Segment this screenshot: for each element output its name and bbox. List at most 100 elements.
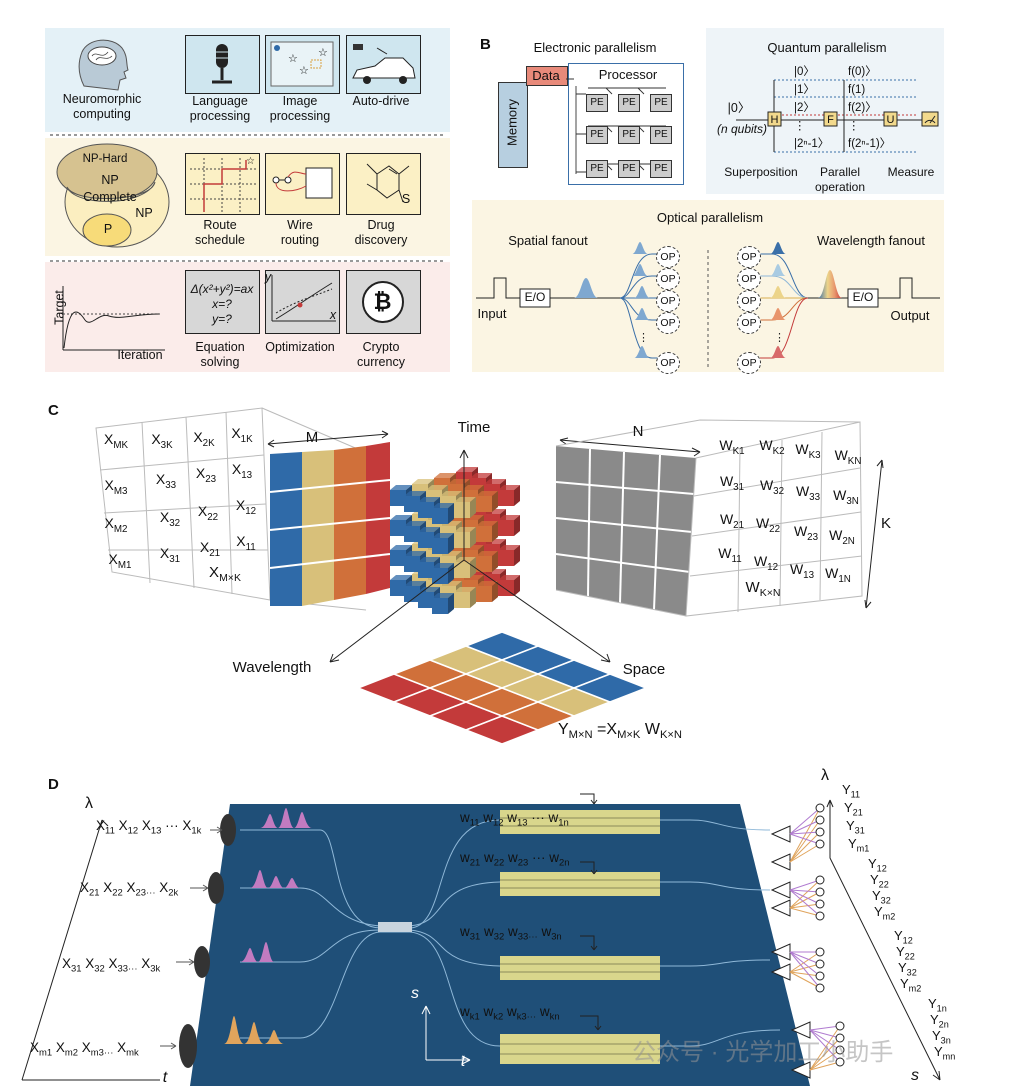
memory-block [498, 82, 528, 168]
x-matrix-cell: X21 [199, 539, 221, 559]
memory-label: Memory [504, 99, 520, 146]
photodetector [770, 899, 791, 917]
drug-discovery-label: Drug discovery [354, 218, 408, 247]
pe-unit: PE [618, 126, 640, 144]
cube [476, 521, 498, 542]
w-matrix-cell: W31 [719, 473, 745, 493]
cube [498, 515, 520, 536]
cube [432, 563, 454, 584]
gate-h: H [770, 114, 779, 126]
output-node [815, 899, 825, 909]
crypto-currency-label: Crypto currency [357, 340, 405, 369]
op-circle: OP [737, 268, 761, 290]
x-matrix-cell: X1K [231, 425, 253, 445]
wire-routing-label: Wire routing [280, 218, 320, 247]
eo-left-label: E/O [524, 290, 546, 304]
drug-discovery-box [346, 153, 421, 215]
w-matrix-cell: WKN [834, 447, 862, 467]
x-matrix-cell: X2K [193, 429, 215, 449]
output-value: Y32 [872, 888, 891, 906]
p-label: P [103, 222, 113, 236]
ket-last: |2ⁿ-1〉 [794, 138, 830, 150]
op-circle: OP [656, 246, 680, 268]
equation-line-1: Δ(x²+y²)=ax [190, 282, 254, 296]
output-node [815, 839, 825, 849]
route-grid-icon: ☆ [190, 156, 256, 212]
w-matrix-cell: W13 [789, 561, 815, 581]
ket-0: |0〉 [794, 66, 815, 78]
x-matrix-cell: X22 [197, 503, 219, 523]
op-circle: OP [737, 352, 761, 374]
output-label: Output [890, 308, 930, 323]
output-node [815, 971, 825, 981]
f-2: f(2)〉 [848, 102, 877, 114]
cube [432, 503, 454, 524]
cube [476, 551, 498, 572]
input-label: Input [477, 306, 507, 321]
wavelength-fanout-label: Wavelength fanout [817, 233, 925, 248]
output-value: Ymn [934, 1044, 956, 1062]
pe-unit: PE [586, 94, 608, 112]
spatial-fanout-label: Spatial fanout [508, 233, 588, 248]
m-color-plane [269, 442, 391, 606]
optimization-box [265, 270, 340, 334]
cube [454, 557, 476, 578]
w-matrix-cell: WK1 [719, 437, 745, 457]
equation-solving-label: Equation solving [195, 340, 245, 369]
t-left-label: t [162, 1069, 168, 1086]
output-node [815, 875, 825, 885]
output-value: Y22 [896, 944, 915, 962]
output-node [815, 983, 825, 993]
output-value: Y1n [928, 996, 947, 1014]
language-processing-box [185, 35, 260, 94]
quantum-bg [706, 28, 944, 194]
output-node [815, 887, 825, 897]
neuromorphic-label: Neuromorphic computing [62, 92, 142, 121]
photodetector [770, 825, 791, 843]
x-matrix-cell: X31 [159, 545, 181, 565]
input-sequence: Xm1 Xm2 Xm3··· Xmk [30, 1040, 139, 1059]
t-chip-label: t [460, 1053, 466, 1070]
sulfur-atom-label: S [401, 192, 411, 206]
optical-fanout-diagram: ⋮ ⋮ [476, 242, 940, 370]
data-label: Data [532, 68, 560, 83]
wire-routing-box [265, 153, 340, 215]
bitcoin-icon [362, 281, 404, 323]
floor-grid [355, 631, 649, 745]
output-value: Y2n [930, 1012, 949, 1030]
time-axis-label: Time [457, 419, 491, 436]
lambda-right-label: λ [821, 767, 829, 784]
ket-dots: ⋮ [794, 120, 806, 132]
w-matrix-cell: W3N [833, 487, 859, 507]
output-value: Ym1 [848, 836, 870, 854]
cube [498, 545, 520, 566]
output-node [815, 827, 825, 837]
pe-unit: PE [586, 160, 608, 178]
measure-label: Measure [887, 165, 935, 179]
output-value: Y3n [932, 1028, 951, 1046]
language-processing-label: Language processing [189, 94, 251, 123]
output-value: Y11 [842, 782, 861, 800]
w-matrix-cell: W23 [793, 523, 819, 543]
input-sequence: X11 X12 X13 ··· X1k [96, 818, 202, 837]
weight-sequence: w11 w12 w13 ··· w1n [460, 810, 569, 829]
output-node [835, 1021, 845, 1031]
cube [432, 593, 454, 614]
target-axis-label: Target [52, 290, 67, 325]
op-circle: OP [656, 268, 680, 290]
w-matrix-cell: W32 [759, 477, 785, 497]
w-matrix-label: WK×N [745, 579, 781, 599]
np-label: NP [135, 206, 153, 220]
output-value: Ym2 [900, 976, 922, 994]
input-sequence: X31 X32 X33··· X3k [62, 956, 161, 975]
svg-text:☆: ☆ [246, 156, 255, 167]
optical-title: Optical parallelism [656, 210, 764, 225]
svg-text:☆: ☆ [318, 47, 328, 59]
w-matrix-cell: W2N [829, 527, 855, 547]
output-value: Ym2 [874, 904, 896, 922]
m-dim-label: M [305, 429, 319, 446]
equation-solving-box [185, 270, 260, 334]
lambda-left-label: λ [85, 795, 93, 812]
pe-unit: PE [586, 126, 608, 144]
wire-circuit-icon [272, 167, 333, 199]
